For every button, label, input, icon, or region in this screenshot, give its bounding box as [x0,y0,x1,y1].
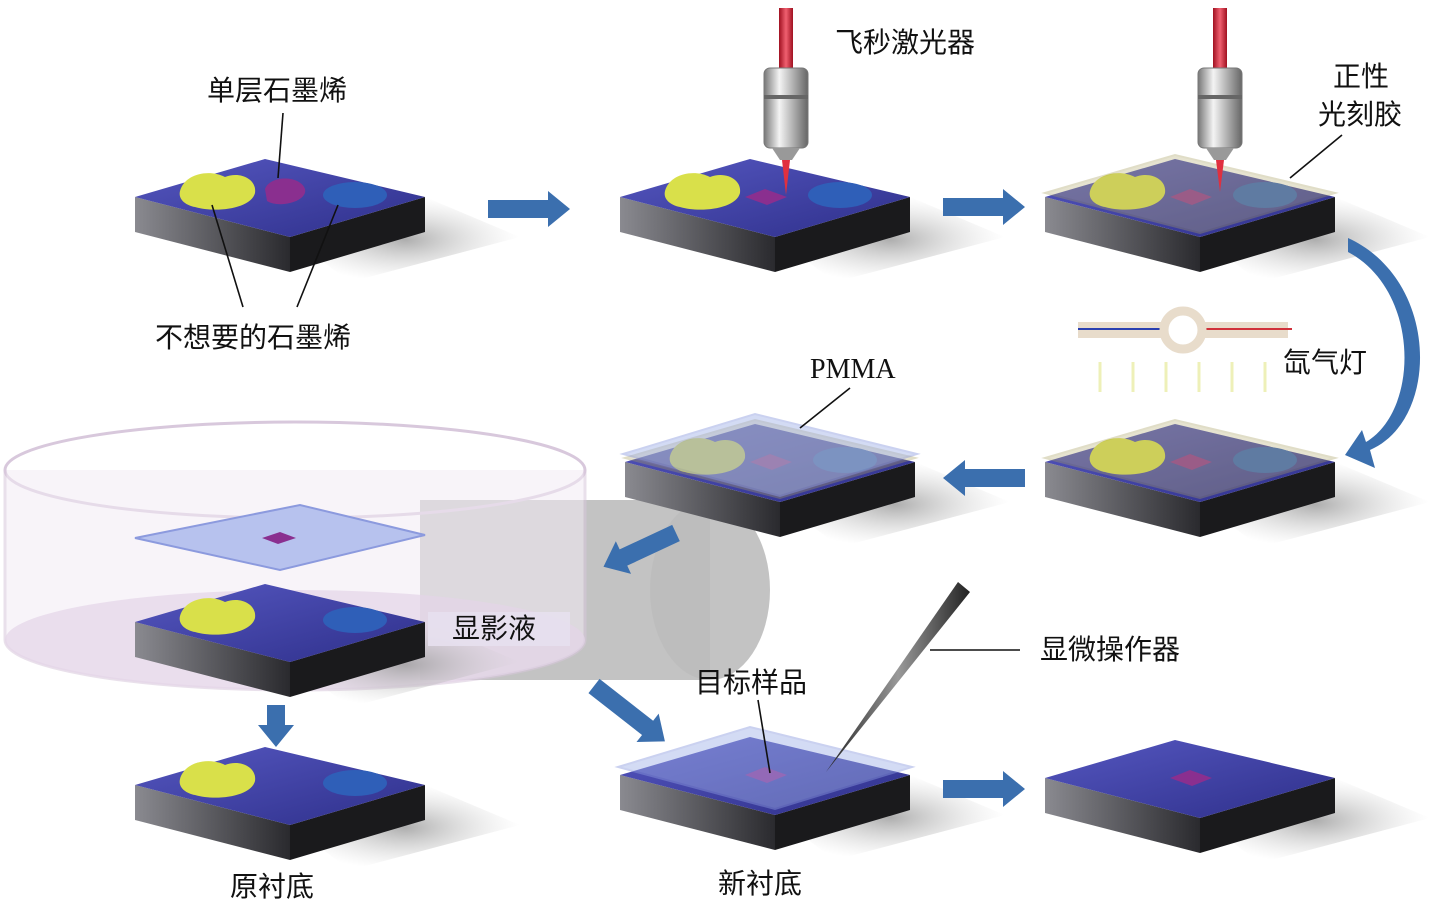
femtosecond-laser-2 [1197,8,1243,192]
substrate-side-face [775,197,910,272]
unwanted-graphene-flake [1089,438,1166,475]
unwanted-graphene-flake [1233,182,1297,208]
label-developer: 显影液 [452,612,536,645]
substrate-step2 [620,159,1005,282]
micromanipulator-needle [826,582,970,772]
unwanted-graphene-flake [669,438,746,475]
substrate-front-face [625,462,780,537]
substrate-step3 [1041,153,1430,282]
substrate-front-face [1045,197,1200,272]
photoresist-layer [621,418,919,500]
pmma-layer [619,412,921,498]
substrate-front-face [620,775,775,850]
label-unwanted-graphene: 不想要的石墨烯 [155,321,351,354]
label-target-sample: 目标样品 [695,666,807,699]
unwanted-graphene-flake [813,447,877,473]
substrate-step4 [1041,418,1430,547]
substrate-front-face [1045,778,1200,853]
label-xenon-lamp: 氙气灯 [1283,346,1367,379]
label-micromanipulator: 显微操作器 [1040,633,1180,666]
substrate-side-face [290,622,425,697]
label-monolayer-graphene: 单层石墨烯 [207,74,347,107]
unwanted-graphene-flake [323,182,387,208]
arrow-step4-to-5 [943,460,1025,496]
unwanted-graphene-flake [179,598,256,635]
arrow-step1-to-2 [488,191,570,227]
label-positive-photoresist-2: 光刻胶 [1318,98,1402,131]
label-original-substrate: 原衬底 [230,870,314,903]
target-sample [745,767,787,783]
arrow-step2-to-3 [943,189,1025,225]
substrate-front-face [135,197,290,272]
target-sample [750,454,792,470]
leader-lines [211,112,1343,774]
curved-arrow [1345,238,1421,468]
target-sample [745,189,787,205]
shadow [1200,197,1430,282]
substrate-side-face [1200,462,1335,537]
substrate-front-face [135,622,290,697]
unwanted-graphene-flake [323,607,387,633]
target-sample [1170,770,1212,786]
arrow-to-original-substrate [258,705,294,747]
substrate-side-face [775,775,910,850]
unwanted-graphene-flake [664,173,741,210]
original-substrate [135,747,520,870]
label-new-substrate: 新衬底 [718,867,802,900]
unwanted-graphene-flake [1233,447,1297,473]
xenon-lamp [1078,306,1292,392]
shadow [290,785,520,870]
substrate-front-face [135,785,290,860]
substrate-side-face [780,462,915,537]
substrate-side-face [1200,778,1335,853]
label-pmma: PMMA [810,354,896,385]
photoresist-layer [1041,153,1339,235]
target-sample [1170,189,1212,205]
photoresist-layer [1041,418,1339,500]
monolayer-graphene-flake [265,178,306,205]
substrate-side-face [290,197,425,272]
target-sample [1170,454,1212,470]
substrate-side-face [290,785,425,860]
unwanted-graphene-flake [1089,173,1166,210]
label-positive-photoresist-1: 正性 [1333,60,1389,93]
unwanted-graphene-flake [323,770,387,796]
unwanted-graphene-flake [179,173,256,210]
shadow [775,197,1005,282]
substrate-side-face [1200,197,1335,272]
substrate-front-face [1045,462,1200,537]
arrow-to-new-substrate [588,678,665,743]
unwanted-graphene-flake [808,182,872,208]
shadow [290,197,520,282]
arrow-to-final [943,771,1025,807]
unwanted-graphene-flake [179,761,256,798]
new-substrate-final [1045,740,1430,863]
femtosecond-laser-1 [763,8,809,195]
arrow-to-developer [603,524,680,574]
label-femtosecond-laser: 飞秒激光器 [835,26,975,59]
substrate-front-face [620,197,775,272]
shadow [1200,778,1430,863]
shadow [1200,462,1430,547]
pmma-layer [614,725,916,811]
substrate-step1 [135,159,520,282]
